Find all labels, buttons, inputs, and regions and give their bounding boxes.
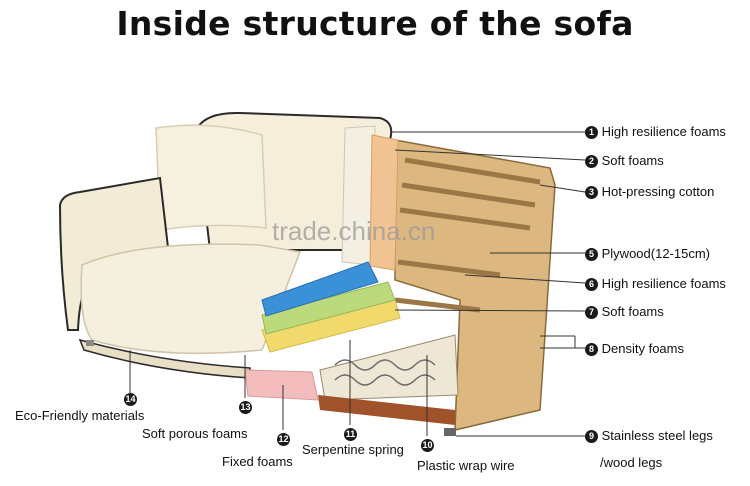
label-text: Soft porous foams xyxy=(142,426,248,441)
label-13: Soft porous foams xyxy=(142,426,248,441)
badge-10: 10 xyxy=(421,437,434,452)
number-badge: 8 xyxy=(585,343,598,356)
label-text: Fixed foams xyxy=(222,454,293,469)
label-text: Eco-Friendly materials xyxy=(15,408,144,423)
label-14: Eco-Friendly materials xyxy=(15,408,144,423)
label-text: Serpentine spring xyxy=(302,442,404,457)
label-10: Plastic wrap wire xyxy=(417,458,515,473)
label-5: 5 Plywood(12-15cm) xyxy=(585,246,710,261)
number-badge: 10 xyxy=(421,439,434,452)
number-badge: 11 xyxy=(344,428,357,441)
badge-13: 13 xyxy=(239,399,252,414)
label-text: Soft foams xyxy=(602,304,664,319)
label-text: High resilience foams xyxy=(602,124,726,139)
label-8: 8 Density foams xyxy=(585,341,684,356)
sofa-pillow xyxy=(156,125,266,230)
label-text: Plywood(12-15cm) xyxy=(602,246,710,261)
foam-pink xyxy=(245,370,318,400)
number-badge: 5 xyxy=(585,248,598,261)
number-badge: 9 xyxy=(585,430,598,443)
number-badge: 1 xyxy=(585,126,598,139)
number-badge: 13 xyxy=(239,401,252,414)
label-7: 7 Soft foams xyxy=(585,304,664,319)
badge-12: 12 xyxy=(277,431,290,446)
label-3: 3 Hot-pressing cotton xyxy=(585,184,714,199)
label-text: Soft foams xyxy=(602,153,664,168)
badge-14: 14 xyxy=(124,391,137,406)
label-1: 1 High resilience foams xyxy=(585,124,726,139)
label-12: Fixed foams xyxy=(222,454,293,469)
label-9-alt: /wood legs xyxy=(600,455,662,470)
label-text: Plastic wrap wire xyxy=(417,458,515,473)
label-9: 9 Stainless steel legs xyxy=(585,428,713,443)
number-badge: 14 xyxy=(124,393,137,406)
label-text: Stainless steel legs xyxy=(602,428,713,443)
number-badge: 6 xyxy=(585,278,598,291)
number-badge: 7 xyxy=(585,306,598,319)
label-text: High resilience foams xyxy=(602,276,726,291)
label-6: 6 High resilience foams xyxy=(585,276,726,291)
number-badge: 2 xyxy=(585,155,598,168)
number-badge: 12 xyxy=(277,433,290,446)
label-11: Serpentine spring xyxy=(302,442,404,457)
spring-bed xyxy=(320,335,458,400)
badge-11: 11 xyxy=(344,426,357,441)
label-2: 2 Soft foams xyxy=(585,153,664,168)
label-text: Density foams xyxy=(602,341,684,356)
watermark: trade.china.cn xyxy=(272,216,435,247)
label-text: Hot-pressing cotton xyxy=(602,184,715,199)
label-text: /wood legs xyxy=(600,455,662,470)
number-badge: 3 xyxy=(585,186,598,199)
